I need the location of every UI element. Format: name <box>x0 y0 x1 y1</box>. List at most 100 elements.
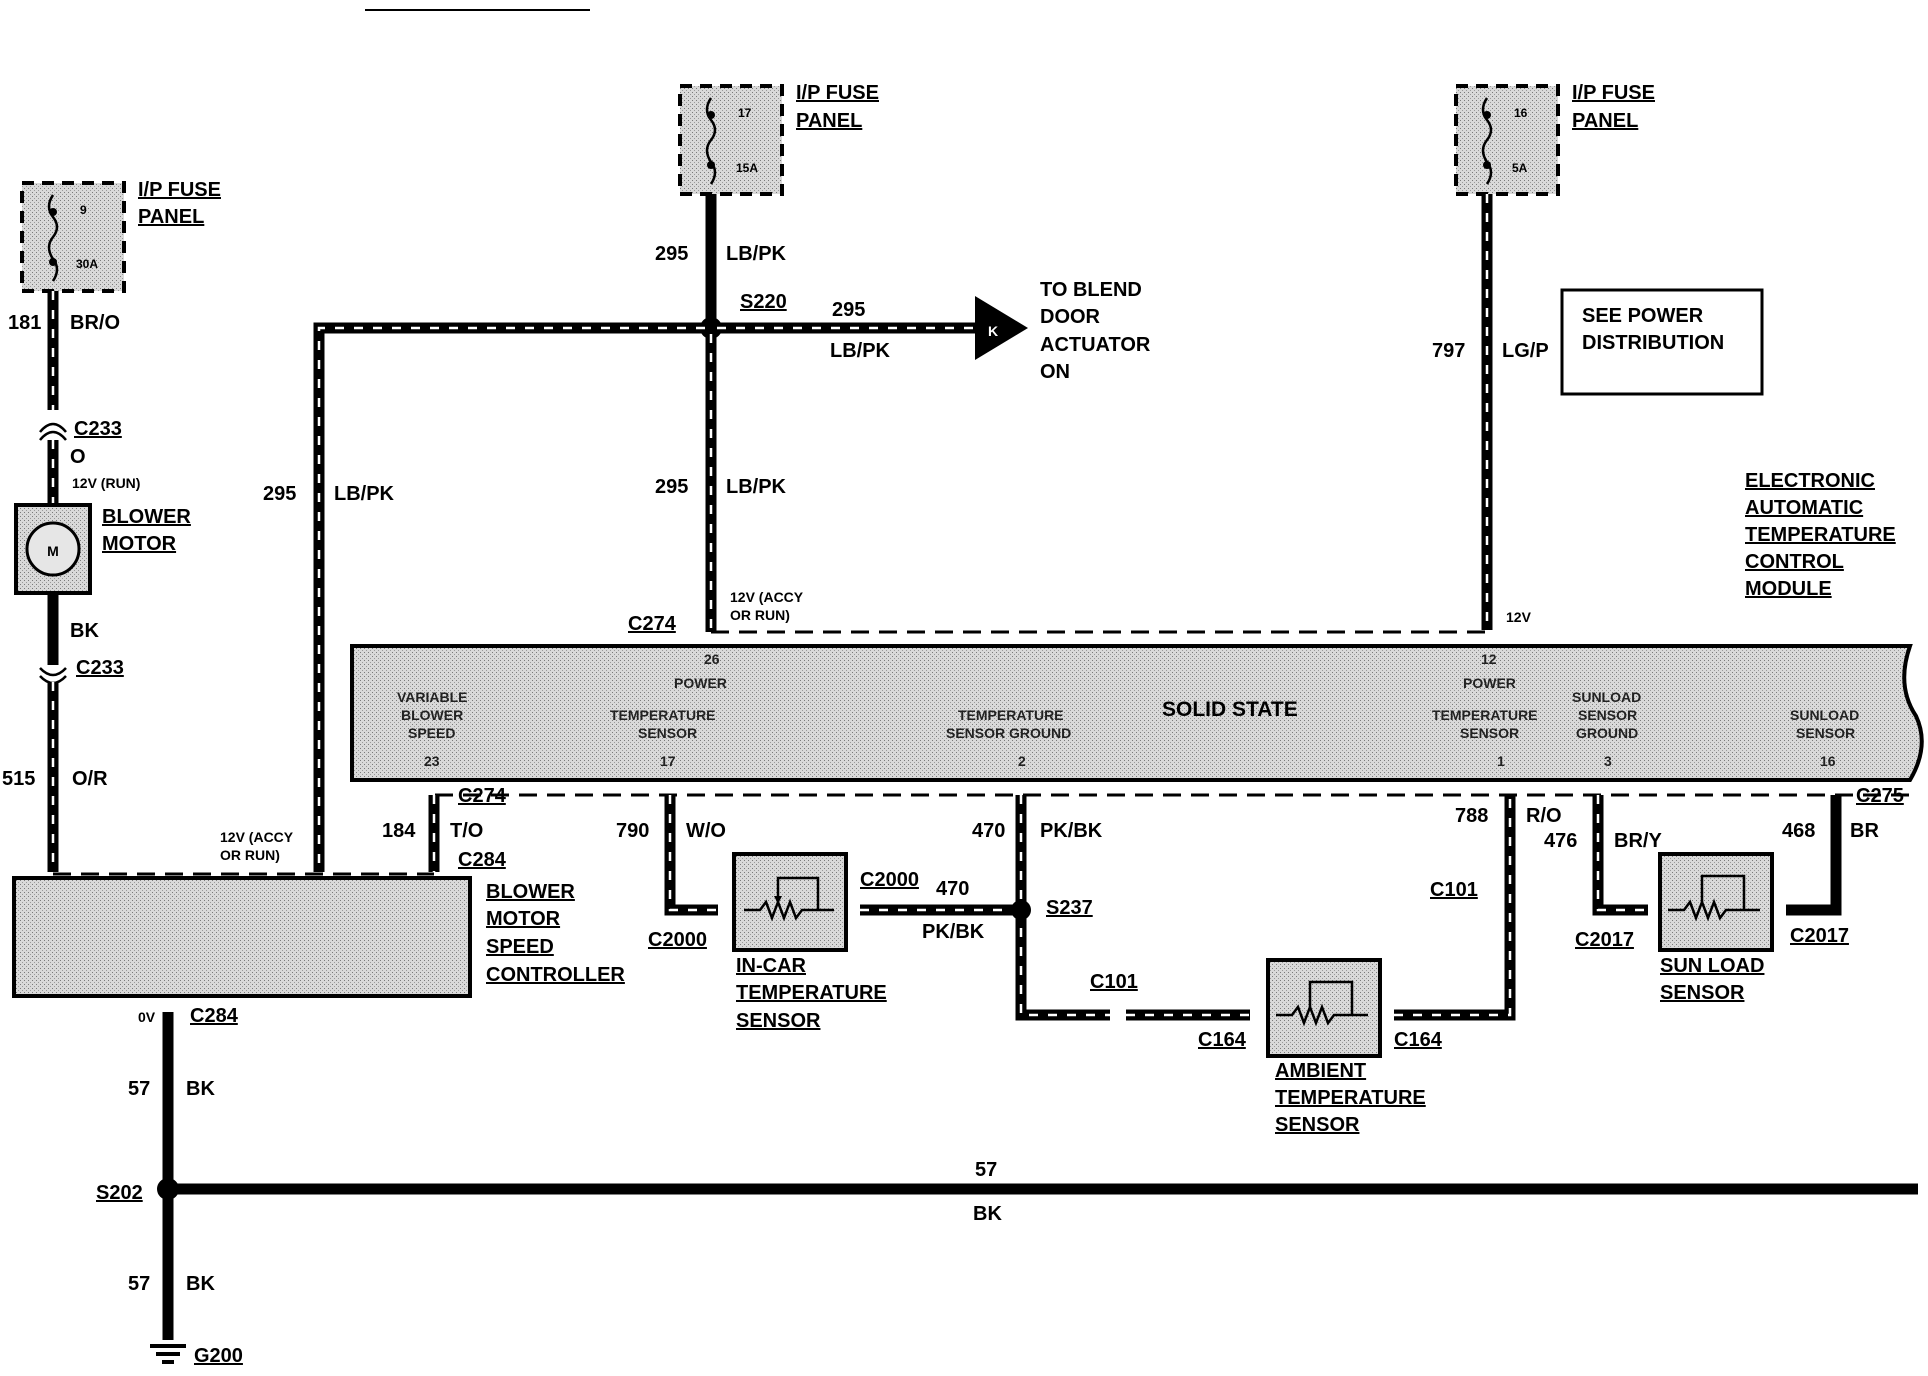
component-label: BLOWER <box>102 506 191 528</box>
splice-label: S220 <box>740 291 787 313</box>
module-title: MODULE <box>1745 578 1832 600</box>
connector-label: C274 <box>458 785 507 807</box>
pin-name: SENSOR <box>1796 725 1855 741</box>
wire-color: BK <box>186 1078 215 1100</box>
pin-name: SENSOR <box>1460 725 1519 741</box>
wire-color: PK/BK <box>1040 820 1103 842</box>
splice-label: S237 <box>1046 897 1093 919</box>
arrow-to-blend-door <box>975 296 1028 360</box>
pin-name: SPEED <box>408 725 455 741</box>
wire-color: BR <box>1850 820 1879 842</box>
pin-name: TEMPERATURE <box>610 707 716 723</box>
wire-476 <box>1592 795 1648 916</box>
ground-label: G200 <box>194 1345 243 1367</box>
wire-color: LB/PK <box>334 483 395 505</box>
component-label: SENSOR <box>1275 1114 1360 1136</box>
module-title: CONTROL <box>1745 551 1844 573</box>
voltage-label: 12V (ACCY <box>730 589 804 605</box>
fuse-number: 16 <box>1514 106 1528 120</box>
pin-number: 23 <box>424 753 440 769</box>
ground-g200-icon <box>150 1344 186 1364</box>
wire-color: BR/O <box>70 312 120 334</box>
module-title: TEMPERATURE <box>1745 524 1896 546</box>
voltage-label: 12V <box>1506 609 1532 625</box>
connector-label: C284 <box>458 849 507 871</box>
wire-color: W/O <box>686 820 726 842</box>
wire-color: T/O <box>450 820 483 842</box>
wire-number: 470 <box>936 878 969 900</box>
module-title: AUTOMATIC <box>1745 497 1863 519</box>
connector-k: K <box>988 323 998 339</box>
wire-number: 57 <box>975 1159 997 1181</box>
fuse-panel-title: I/P FUSE <box>1572 82 1655 104</box>
blend-label: TO BLEND <box>1040 279 1142 301</box>
connector-label: C233 <box>76 657 124 679</box>
connector-c233 <box>39 422 67 433</box>
wire-number: 790 <box>616 820 649 842</box>
wire-color: BK <box>70 620 99 642</box>
connector-label: C101 <box>1430 879 1478 901</box>
wire-number: 468 <box>1782 820 1815 842</box>
wire-color: LG/P <box>1502 340 1549 362</box>
wire-295-left <box>313 322 705 872</box>
wire-color: BR/Y <box>1614 830 1662 852</box>
fuse-panel-title: PANEL <box>1572 110 1638 132</box>
pin-name: VARIABLE <box>397 689 468 705</box>
component-label: IN-CAR <box>736 955 807 977</box>
pin-number: 1 <box>1497 753 1505 769</box>
connector-label: C164 <box>1198 1029 1247 1051</box>
ambient-temperature-sensor <box>1266 958 1382 1058</box>
wire-number: 797 <box>1432 340 1465 362</box>
component-label: TEMPERATURE <box>736 982 887 1004</box>
pin-number: 3 <box>1604 753 1612 769</box>
component-label: MOTOR <box>102 533 177 555</box>
splice-label: S202 <box>96 1182 143 1204</box>
pin-number: 12 <box>1481 651 1497 667</box>
pin-name: SUNLOAD <box>1790 707 1859 723</box>
pin-number: 2 <box>1018 753 1026 769</box>
pin-name: GROUND <box>1576 725 1638 741</box>
fuse-rating: 5A <box>1512 161 1528 175</box>
wire-number: 470 <box>972 820 1005 842</box>
module-title: ELECTRONIC <box>1745 470 1875 492</box>
wire-number: 788 <box>1455 805 1488 827</box>
wire-number: 295 <box>655 476 688 498</box>
blower-motor: M <box>14 503 92 595</box>
blend-label: ACTUATOR <box>1040 334 1151 356</box>
wire-number: 184 <box>382 820 416 842</box>
fuse-rating: 15A <box>736 161 758 175</box>
motor-symbol: M <box>47 543 59 559</box>
wire-color: O <box>70 446 86 468</box>
voltage-label: 0V <box>138 1009 156 1025</box>
wire-color: LB/PK <box>830 340 891 362</box>
pin-number: 16 <box>1820 753 1836 769</box>
pin-name: BLOWER <box>401 707 463 723</box>
sun-load-sensor <box>1658 852 1774 952</box>
connector-label: C284 <box>190 1005 239 1027</box>
wire-color: LB/PK <box>726 243 787 265</box>
wire-788 <box>1394 795 1516 1021</box>
voltage-label: 12V (ACCY <box>220 829 294 845</box>
fuse-number: 17 <box>738 106 752 120</box>
right-fuse-panel: 16 5A <box>1454 84 1560 196</box>
connector-label: C2000 <box>648 929 707 951</box>
pin-name: SENSOR <box>638 725 697 741</box>
pin-name: POWER <box>674 675 727 691</box>
module-solid-state: SOLID STATE <box>1162 698 1298 721</box>
pin-number: 26 <box>704 651 720 667</box>
see-power-box <box>1560 288 1764 396</box>
component-label: SENSOR <box>736 1010 821 1032</box>
wire-number: 57 <box>128 1273 150 1295</box>
wire-number: 476 <box>1544 830 1577 852</box>
fuse-panel-title: I/P FUSE <box>138 179 221 201</box>
component-label: SPEED <box>486 936 554 958</box>
pin-number: 17 <box>660 753 676 769</box>
connector-c233 <box>39 667 67 677</box>
connector-label: C2017 <box>1790 925 1849 947</box>
component-label: TEMPERATURE <box>1275 1087 1426 1109</box>
wire-790 <box>664 795 718 916</box>
blower-motor-speed-controller <box>12 876 472 998</box>
note-text: SEE POWER <box>1582 305 1704 327</box>
component-label: CONTROLLER <box>486 964 625 986</box>
component-label: MOTOR <box>486 908 561 930</box>
